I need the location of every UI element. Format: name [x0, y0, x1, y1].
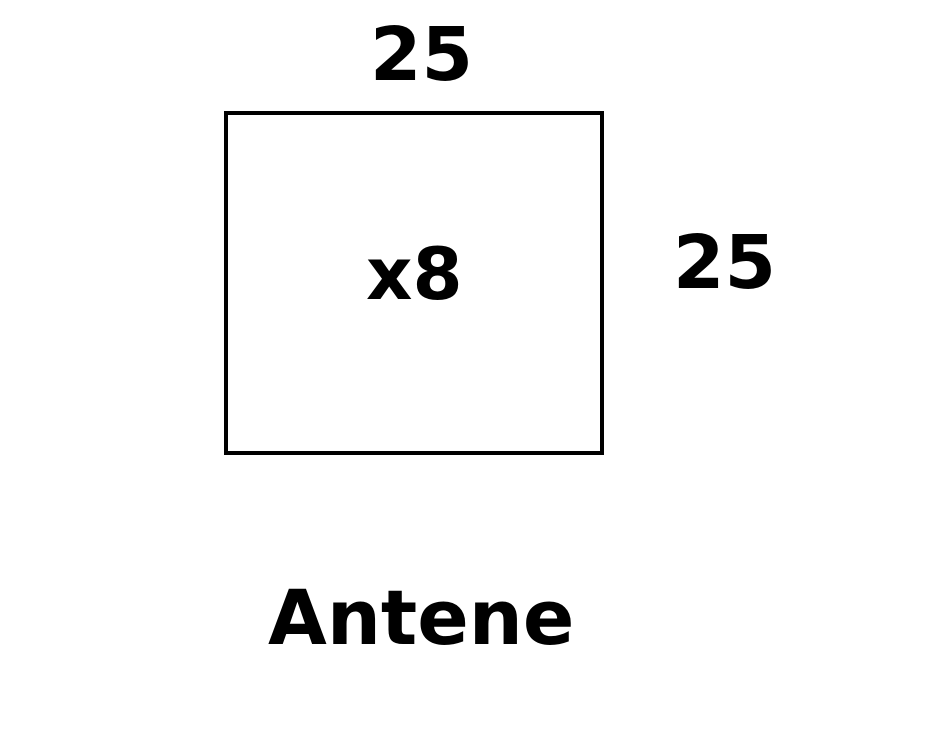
- item-name-label: Antene: [268, 573, 575, 662]
- square-outline: [224, 111, 604, 455]
- top-dimension-label: 25: [370, 12, 473, 98]
- side-dimension-label: 25: [673, 220, 776, 306]
- quantity-label: x8: [366, 232, 463, 316]
